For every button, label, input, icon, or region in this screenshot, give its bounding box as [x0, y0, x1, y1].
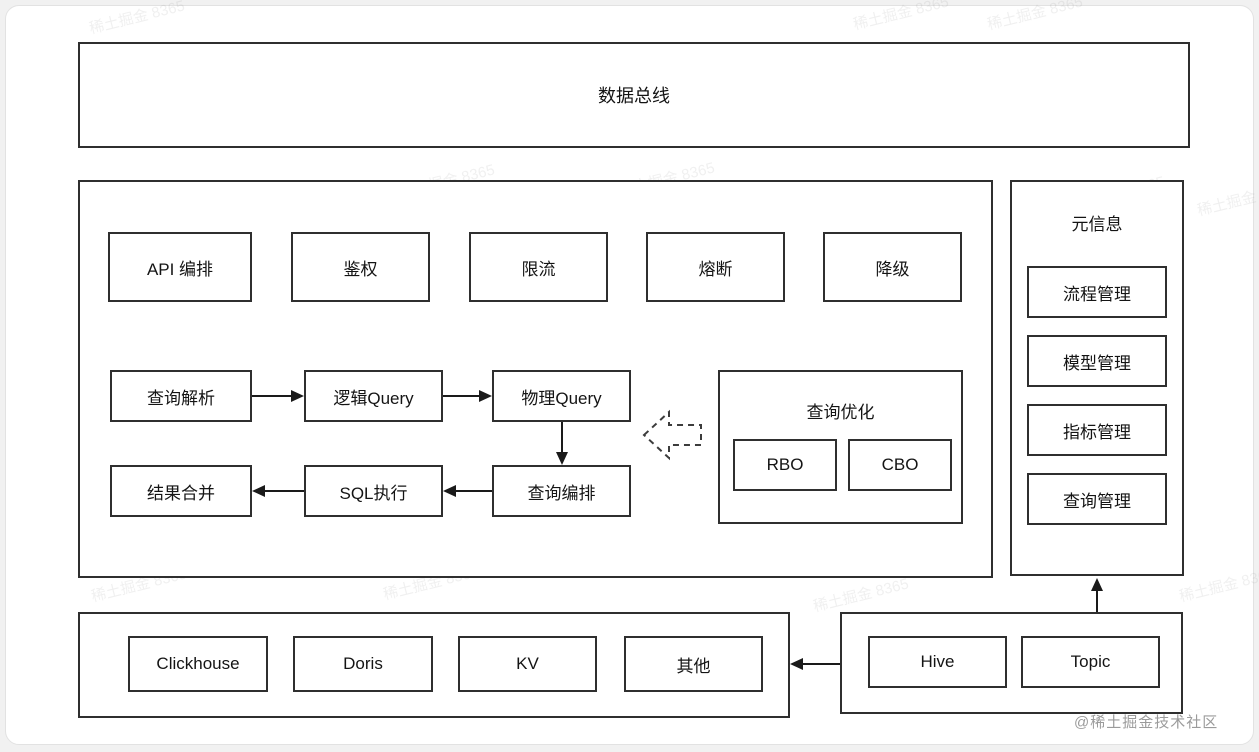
flow-box-physical-query: 物理Query [492, 370, 631, 422]
storage-box-kv: KV [458, 636, 597, 692]
flow-box-logical-query: 逻辑Query [304, 370, 443, 422]
site-watermark: @稀土掘金技术社区 [1074, 714, 1219, 731]
meta-box-model-mgmt: 模型管理 [1027, 335, 1167, 387]
flow-box-sql-execute: SQL执行 [304, 465, 443, 517]
flow-box-query-orchestration: 查询编排 [492, 465, 631, 517]
gateway-box-degrade: 降级 [823, 232, 962, 302]
gateway-box-auth: 鉴权 [291, 232, 430, 302]
storage-box-clickhouse: Clickhouse [128, 636, 268, 692]
data-bus-bar: 数据总线 [78, 42, 1190, 148]
storage-box-doris: Doris [293, 636, 433, 692]
source-box-hive: Hive [868, 636, 1007, 688]
flow-box-query-parse: 查询解析 [110, 370, 252, 422]
gateway-box-api-orchestration: API 编排 [108, 232, 252, 302]
flow-box-result-merge: 结果合并 [110, 465, 252, 517]
optimizer-box-cbo: CBO [848, 439, 952, 491]
gateway-box-circuit-break: 熔断 [646, 232, 785, 302]
meta-box-process-mgmt: 流程管理 [1027, 266, 1167, 318]
query-optimizer-title: 查询优化 [806, 403, 875, 422]
gateway-box-rate-limit: 限流 [469, 232, 608, 302]
storage-box-other: 其他 [624, 636, 763, 692]
meta-box-metric-mgmt: 指标管理 [1027, 404, 1167, 456]
meta-info-title: 元信息 [1071, 215, 1123, 234]
optimizer-box-rbo: RBO [733, 439, 837, 491]
meta-box-query-mgmt: 查询管理 [1027, 473, 1167, 525]
source-box-topic: Topic [1021, 636, 1160, 688]
